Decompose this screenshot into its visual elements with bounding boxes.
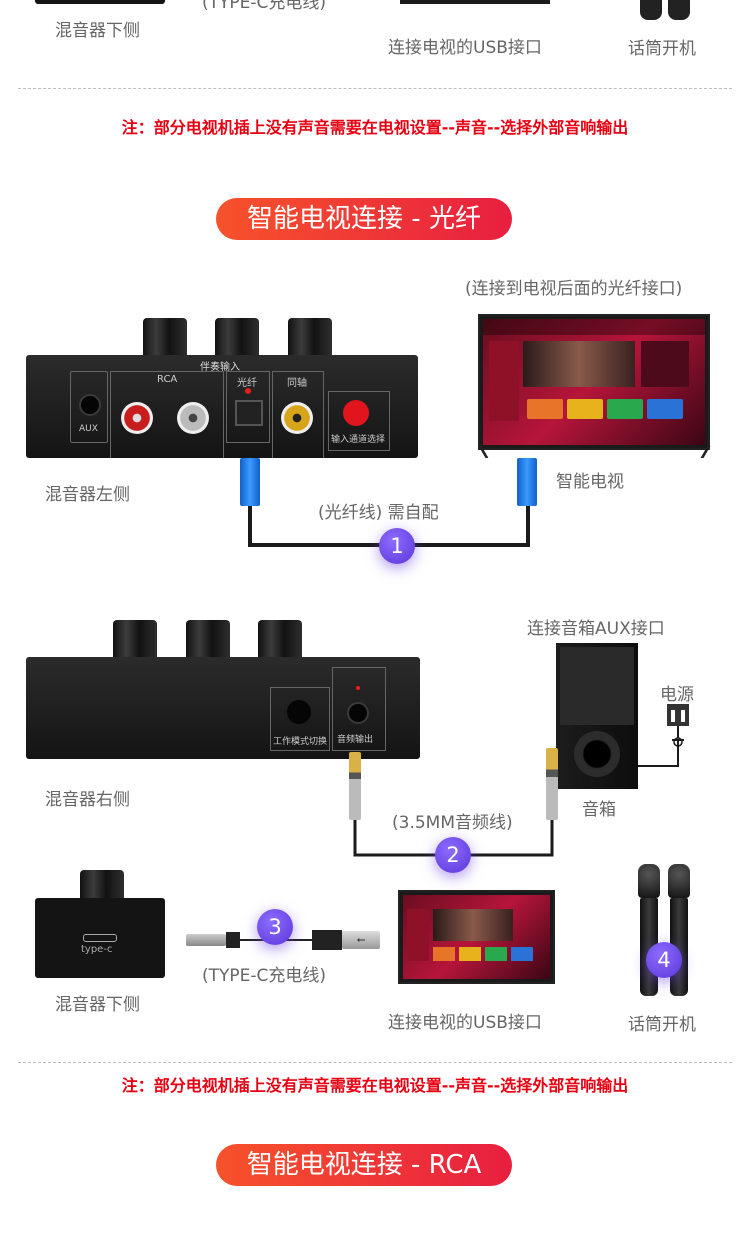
section-title-optical: 智能电视连接 - 光纤	[216, 198, 512, 240]
optical-note: 注：部分电视机插上没有声音需要在电视设置--声音--选择外部音响输出	[121, 1076, 629, 1095]
section-title-rca: 智能电视连接 - RCA	[216, 1144, 512, 1186]
audio-out-indicator	[356, 686, 360, 690]
typec-port	[83, 934, 117, 942]
smart-tv-label: 智能电视	[556, 472, 624, 492]
optical-cable-caption: (光纤线) 需自配	[318, 503, 439, 523]
input-select-button	[343, 400, 369, 426]
power-cable	[638, 726, 684, 767]
input-select-label: 输入通道选择	[331, 435, 386, 445]
optical-connector-right	[517, 458, 537, 506]
audio-out-panel: 音频输出	[332, 667, 386, 751]
tv-port-caption: (连接到电视后面的光纤接口)	[465, 279, 683, 299]
typec-port-label: type-c	[81, 944, 113, 955]
coax-jack	[281, 402, 313, 434]
divider	[18, 88, 732, 89]
speaker-woofer	[574, 731, 620, 777]
microphones	[636, 864, 696, 998]
top-mic-bottom	[640, 0, 692, 20]
mixer-knob	[186, 620, 230, 660]
aux-panel: AUX	[70, 371, 108, 443]
audio-out-label: 音频输出	[337, 735, 374, 745]
mic-label: 话筒开机	[628, 1015, 696, 1035]
top-note: 注：部分电视机插上没有声音需要在电视设置--声音--选择外部音响输出	[121, 118, 629, 137]
top-mixer-bottom-label: 混音器下侧	[55, 21, 140, 41]
tv-usb-label: 连接电视的USB接口	[388, 1013, 542, 1033]
smart-tv	[478, 314, 710, 450]
mixer-knob	[80, 870, 124, 900]
top-mixer-bottom-device	[35, 0, 165, 4]
mixer-knob	[215, 318, 259, 356]
optical-label: 光纤	[237, 378, 257, 389]
mixer-bottom-device: type-c	[35, 898, 165, 978]
tv-usb-screen	[403, 895, 550, 979]
optical-port	[235, 400, 263, 426]
rca-white-jack	[177, 402, 209, 434]
step-3-badge: 3	[257, 909, 293, 945]
audio-plug-right	[546, 748, 558, 820]
mixer-right-label: 混音器右侧	[45, 790, 130, 810]
optical-panel: 光纤	[226, 371, 270, 443]
rca-red-jack	[121, 402, 153, 434]
typec-plug	[186, 934, 226, 946]
mixer-knob	[113, 620, 157, 660]
top-mic-label: 话筒开机	[628, 39, 696, 59]
step-4-badge: 4	[646, 942, 682, 978]
step-2-badge: 2	[435, 837, 471, 873]
optical-connector-left	[240, 458, 260, 506]
usb-plug: ⭠	[342, 931, 380, 949]
coax-label: 同轴	[287, 378, 307, 389]
divider	[18, 1062, 732, 1063]
input-select-panel: 输入通道选择	[328, 391, 390, 451]
speaker-aux-label: 连接音箱AUX接口	[527, 619, 665, 639]
top-tv-usb-label: 连接电视的USB接口	[388, 38, 542, 58]
coax-panel: 同轴	[272, 371, 324, 458]
mixer-left-label: 混音器左侧	[45, 485, 130, 505]
mode-switch-label: 工作模式切换	[273, 737, 328, 747]
typec-cable-caption: (TYPE-C充电线)	[202, 966, 327, 986]
speaker-label: 音箱	[582, 800, 616, 820]
mode-switch-knob	[287, 700, 311, 724]
step-1-badge: 1	[379, 528, 415, 564]
mixer-right-side: 工作模式切换 音频输出	[26, 657, 420, 759]
mixer-knob	[258, 620, 302, 660]
panel-header: 伴奏输入	[200, 362, 240, 373]
tv-usb	[398, 890, 555, 984]
power-plug-icon: ❚❚	[667, 704, 689, 726]
rca-label: RCA	[157, 374, 178, 385]
speaker	[556, 643, 638, 789]
aux-jack	[79, 394, 101, 416]
top-tv-bottom	[400, 0, 550, 4]
audio-plug-left	[349, 752, 361, 820]
mode-switch-panel: 工作模式切换	[270, 687, 330, 751]
audio-out-jack	[347, 702, 369, 724]
top-cable-label: (TYPE-C充电线)	[202, 0, 327, 13]
mixer-knob	[288, 318, 332, 356]
rca-panel: RCA	[110, 371, 224, 458]
mixer-knob	[143, 318, 187, 356]
mixer-bottom-label: 混音器下侧	[55, 995, 140, 1015]
mixer-left-side: 伴奏输入 AUX RCA 光纤 同轴 输入通道选择	[26, 355, 418, 458]
optical-indicator	[245, 388, 251, 394]
tv-screen	[483, 319, 705, 445]
aux-label: AUX	[79, 424, 98, 434]
power-label: 电源	[660, 685, 694, 705]
audio-cable-caption: (3.5MM音频线)	[392, 813, 513, 833]
